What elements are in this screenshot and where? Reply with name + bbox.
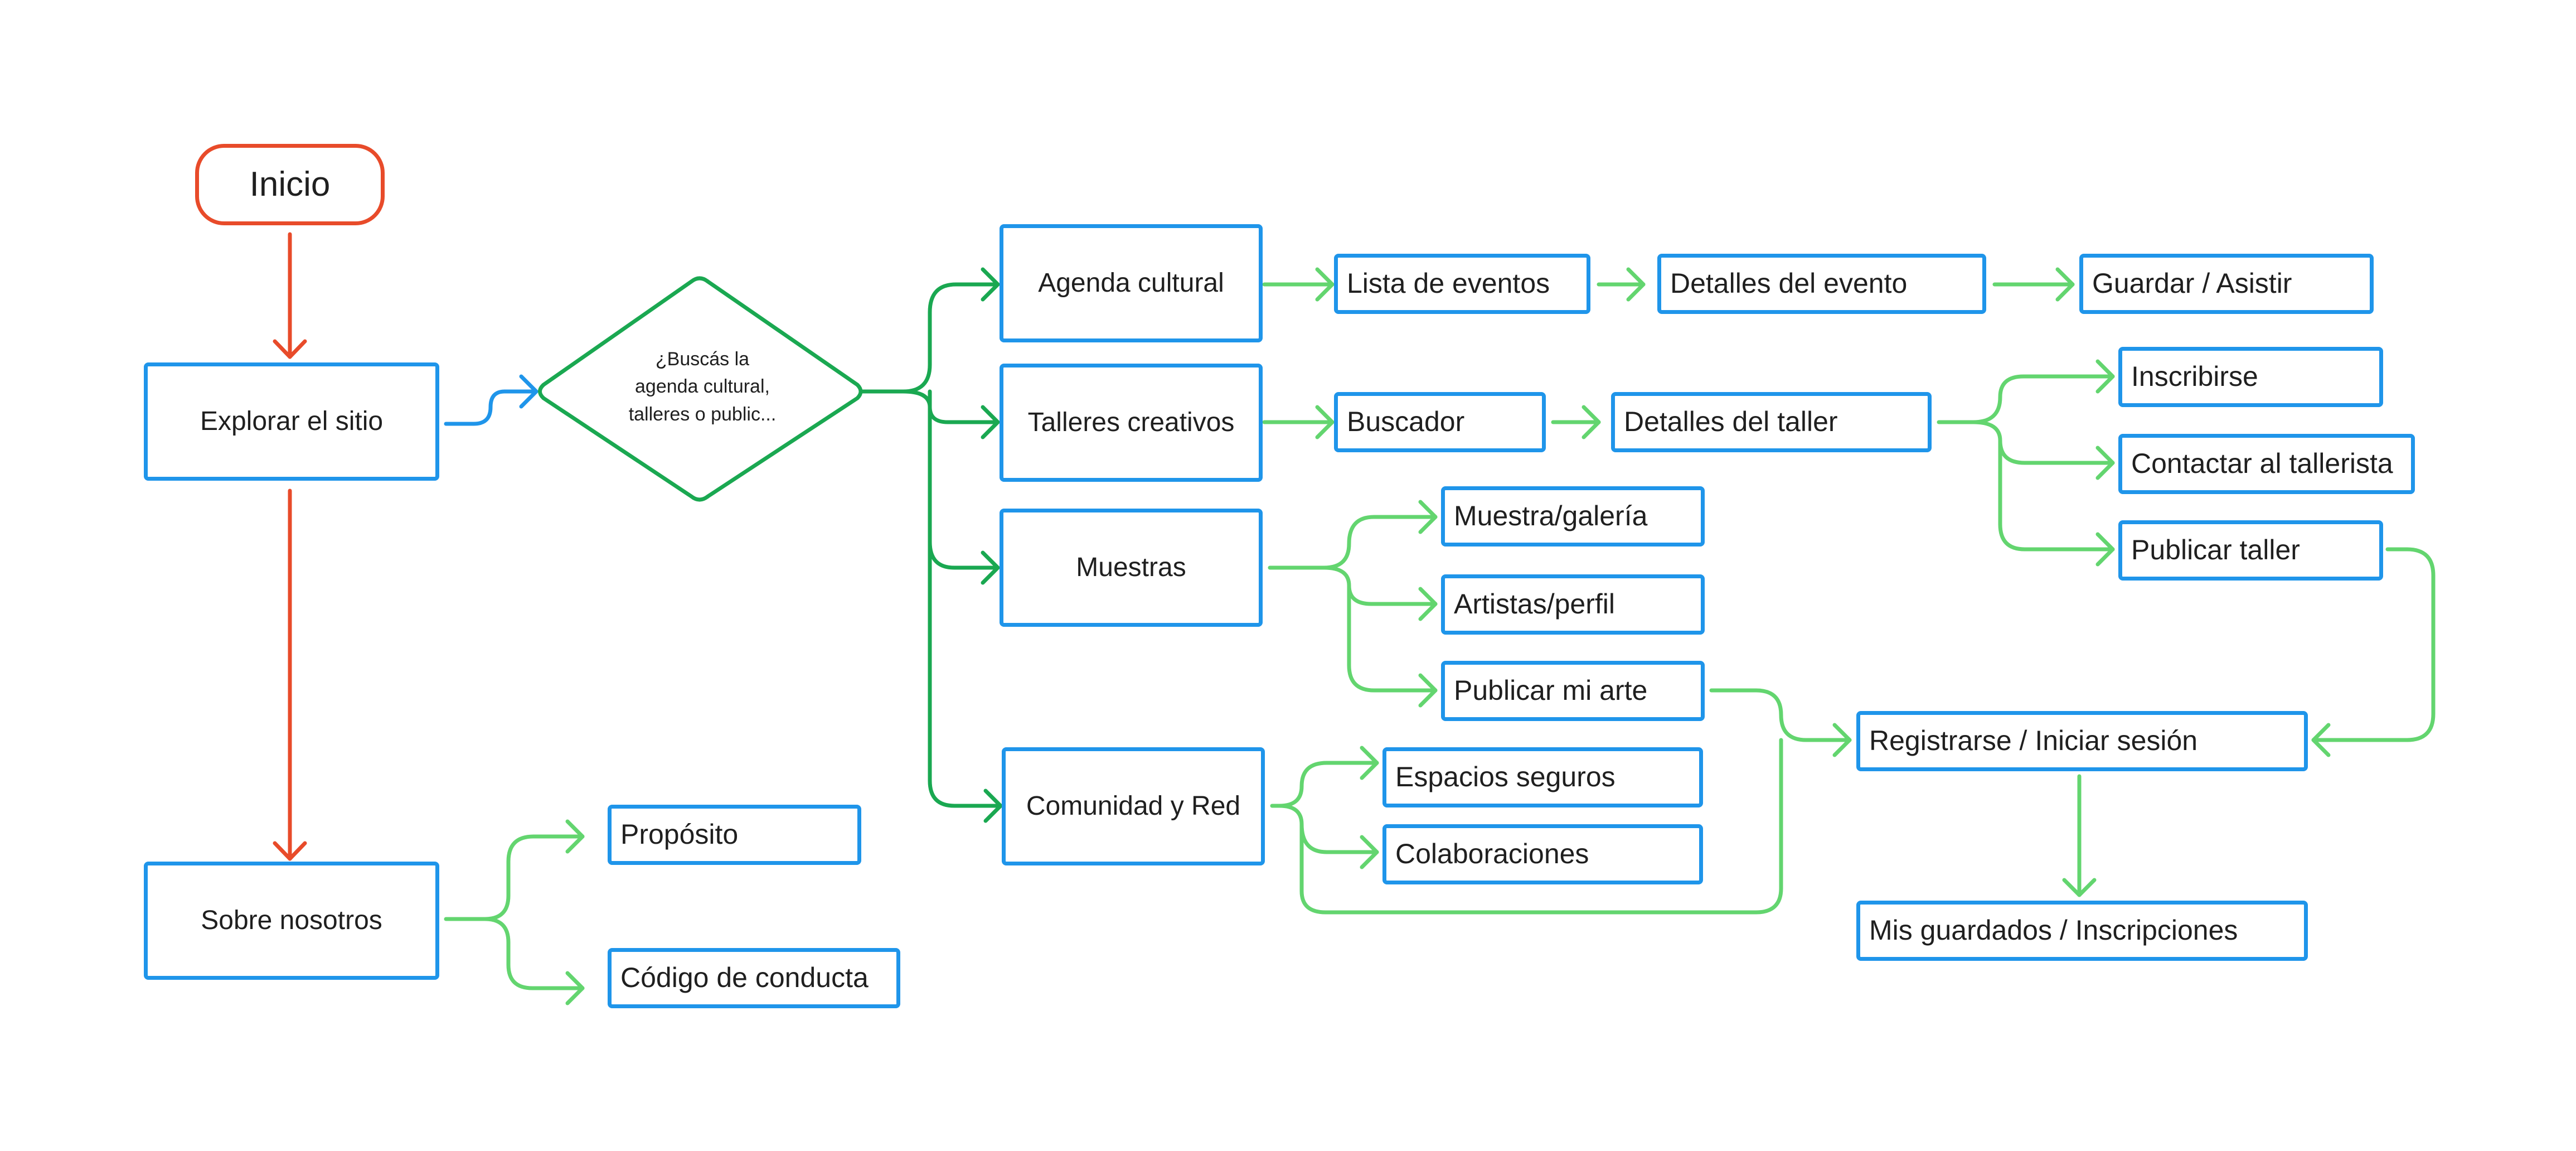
node-sobre-label: Sobre nosotros <box>201 906 382 936</box>
node-registrarse: Registrarse / Iniciar sesión <box>1856 711 2308 771</box>
node-comunidad: Comunidad y Red <box>1002 747 1265 865</box>
node-detalles-taller: Detalles del taller <box>1611 392 1932 452</box>
node-guardar: Guardar / Asistir <box>2079 254 2374 314</box>
edge-muestras-fork <box>1268 515 1438 570</box>
node-talleres-label: Talleres creativos <box>1027 408 1235 438</box>
node-lista-eventos-label: Lista de eventos <box>1347 268 1550 299</box>
edge-to-publicar-taller <box>1998 438 2115 552</box>
edge-to-artistas-arrow <box>1418 587 1438 621</box>
node-inicio-label: Inicio <box>249 165 331 204</box>
edge-publicar-taller-registro-arrow <box>2311 723 2331 757</box>
node-lista-eventos: Lista de eventos <box>1334 254 1590 314</box>
node-codigo: Código de conducta <box>608 948 900 1008</box>
edge-decision-agenda-arrow <box>981 267 1000 302</box>
decision-label-line1: ¿Buscás la <box>655 349 750 370</box>
node-explorar-label: Explorar el sitio <box>200 407 384 437</box>
edge-decision-trunk <box>861 282 1000 394</box>
edge-detalles-guardar-arrow <box>2055 267 2075 302</box>
node-guardar-label: Guardar / Asistir <box>2092 268 2292 299</box>
edge-to-contactar <box>1971 420 2115 465</box>
edge-lista-detalles-arrow <box>1626 267 1646 302</box>
node-muestras-label: Muestras <box>1076 553 1186 583</box>
node-detalles-evento-label: Detalles del evento <box>1670 268 1908 299</box>
edge-to-contactar-arrow <box>2095 446 2115 480</box>
node-comunidad-label: Comunidad y Red <box>1026 791 1241 821</box>
node-espacios: Espacios seguros <box>1382 747 1703 807</box>
edge-to-artistas <box>1322 565 1438 606</box>
edge-sobre-fork <box>444 834 585 921</box>
node-agenda-label: Agenda cultural <box>1038 268 1224 298</box>
edge-to-espacios-arrow <box>1360 746 1379 780</box>
arrowhead-inicio-explorar <box>273 339 307 359</box>
edge-publicar-taller-registro <box>2311 547 2436 742</box>
edge-comunidad-registro <box>1299 738 1783 915</box>
node-sobre: Sobre nosotros <box>144 862 439 980</box>
edge-decision-muestras <box>928 389 1000 570</box>
edge-talleres-buscador-arrow <box>1315 405 1335 439</box>
edge-to-colaboraciones <box>1277 804 1379 854</box>
node-proposito-label: Propósito <box>620 819 739 850</box>
decision-label-line3: talleres o public... <box>628 403 777 425</box>
node-mis-guardados-label: Mis guardados / Inscripciones <box>1869 915 2238 946</box>
node-talleres: Talleres creativos <box>1000 364 1263 482</box>
node-colaboraciones: Colaboraciones <box>1382 824 1703 884</box>
edge-to-codigo <box>483 917 585 990</box>
node-codigo-label: Código de conducta <box>620 962 869 994</box>
node-muestras: Muestras <box>1000 509 1263 627</box>
edge-to-galeria-arrow <box>1418 500 1438 534</box>
node-publicar-taller-label: Publicar taller <box>2131 534 2300 566</box>
edge-to-publicar-taller-arrow <box>2095 532 2115 567</box>
edge-buscador-detalles-arrow <box>1582 405 1601 439</box>
arrowhead-explorar-sobre <box>273 841 307 861</box>
edge-to-proposito-arrow <box>565 819 585 854</box>
node-mis-guardados: Mis guardados / Inscripciones <box>1856 901 2308 961</box>
decision-diamond <box>538 276 863 502</box>
node-artistas-label: Artistas/perfil <box>1454 588 1615 620</box>
edge-detalles-taller-fork <box>1937 374 2115 424</box>
node-publicar-taller: Publicar taller <box>2118 520 2383 581</box>
edge-agenda-lista-arrow <box>1315 267 1335 302</box>
edge-decision-talleres-arrow <box>981 405 1000 439</box>
edge-registro-guardados-arrow <box>2062 878 2097 897</box>
node-contactar-label: Contactar al tallerista <box>2131 448 2393 480</box>
edge-to-publicar-arte <box>1347 583 1438 693</box>
node-artistas: Artistas/perfil <box>1441 574 1705 635</box>
edge-to-codigo-arrow <box>565 971 585 1005</box>
decision-label-line2: agenda cultural, <box>635 376 770 398</box>
edge-comunidad-fork <box>1270 761 1379 808</box>
edge-publicar-arte-registro <box>1709 688 1852 742</box>
node-publicar-arte: Publicar mi arte <box>1441 661 1705 721</box>
node-buscador-label: Buscador <box>1347 406 1465 438</box>
node-contactar: Contactar al tallerista <box>2118 434 2415 494</box>
edge-decision-comunidad-arrow <box>983 789 1003 823</box>
node-detalles-taller-label: Detalles del taller <box>1624 406 1838 438</box>
edge-explorar-decision <box>444 389 537 426</box>
edge-to-publicar-arte-arrow <box>1418 673 1438 708</box>
node-inscribirse-label: Inscribirse <box>2131 361 2258 393</box>
decision-label: ¿Buscás la agenda cultural, talleres o p… <box>602 346 803 428</box>
node-explorar: Explorar el sitio <box>144 362 439 481</box>
edge-to-colaboraciones-arrow <box>1360 835 1379 869</box>
node-inicio: Inicio <box>195 144 385 225</box>
edge-decision-muestras-arrow <box>981 550 1000 585</box>
arrowhead-explorar-decision <box>519 374 539 409</box>
node-proposito: Propósito <box>608 805 861 865</box>
node-publicar-arte-label: Publicar mi arte <box>1454 675 1648 707</box>
node-agenda: Agenda cultural <box>1000 224 1263 342</box>
node-inscribirse: Inscribirse <box>2118 347 2383 407</box>
node-muestra-galeria: Muestra/galería <box>1441 486 1705 547</box>
node-espacios-label: Espacios seguros <box>1395 761 1616 793</box>
edge-decision-comunidad <box>928 540 1003 808</box>
node-buscador: Buscador <box>1334 392 1546 452</box>
node-detalles-evento: Detalles del evento <box>1657 254 1986 314</box>
edge-to-inscribirse-arrow <box>2095 359 2115 394</box>
node-registrarse-label: Registrarse / Iniciar sesión <box>1869 725 2198 757</box>
node-muestra-galeria-label: Muestra/galería <box>1454 500 1648 532</box>
edge-publicar-arte-registro-arrow <box>1832 723 1852 757</box>
node-colaboraciones-label: Colaboraciones <box>1395 838 1589 870</box>
